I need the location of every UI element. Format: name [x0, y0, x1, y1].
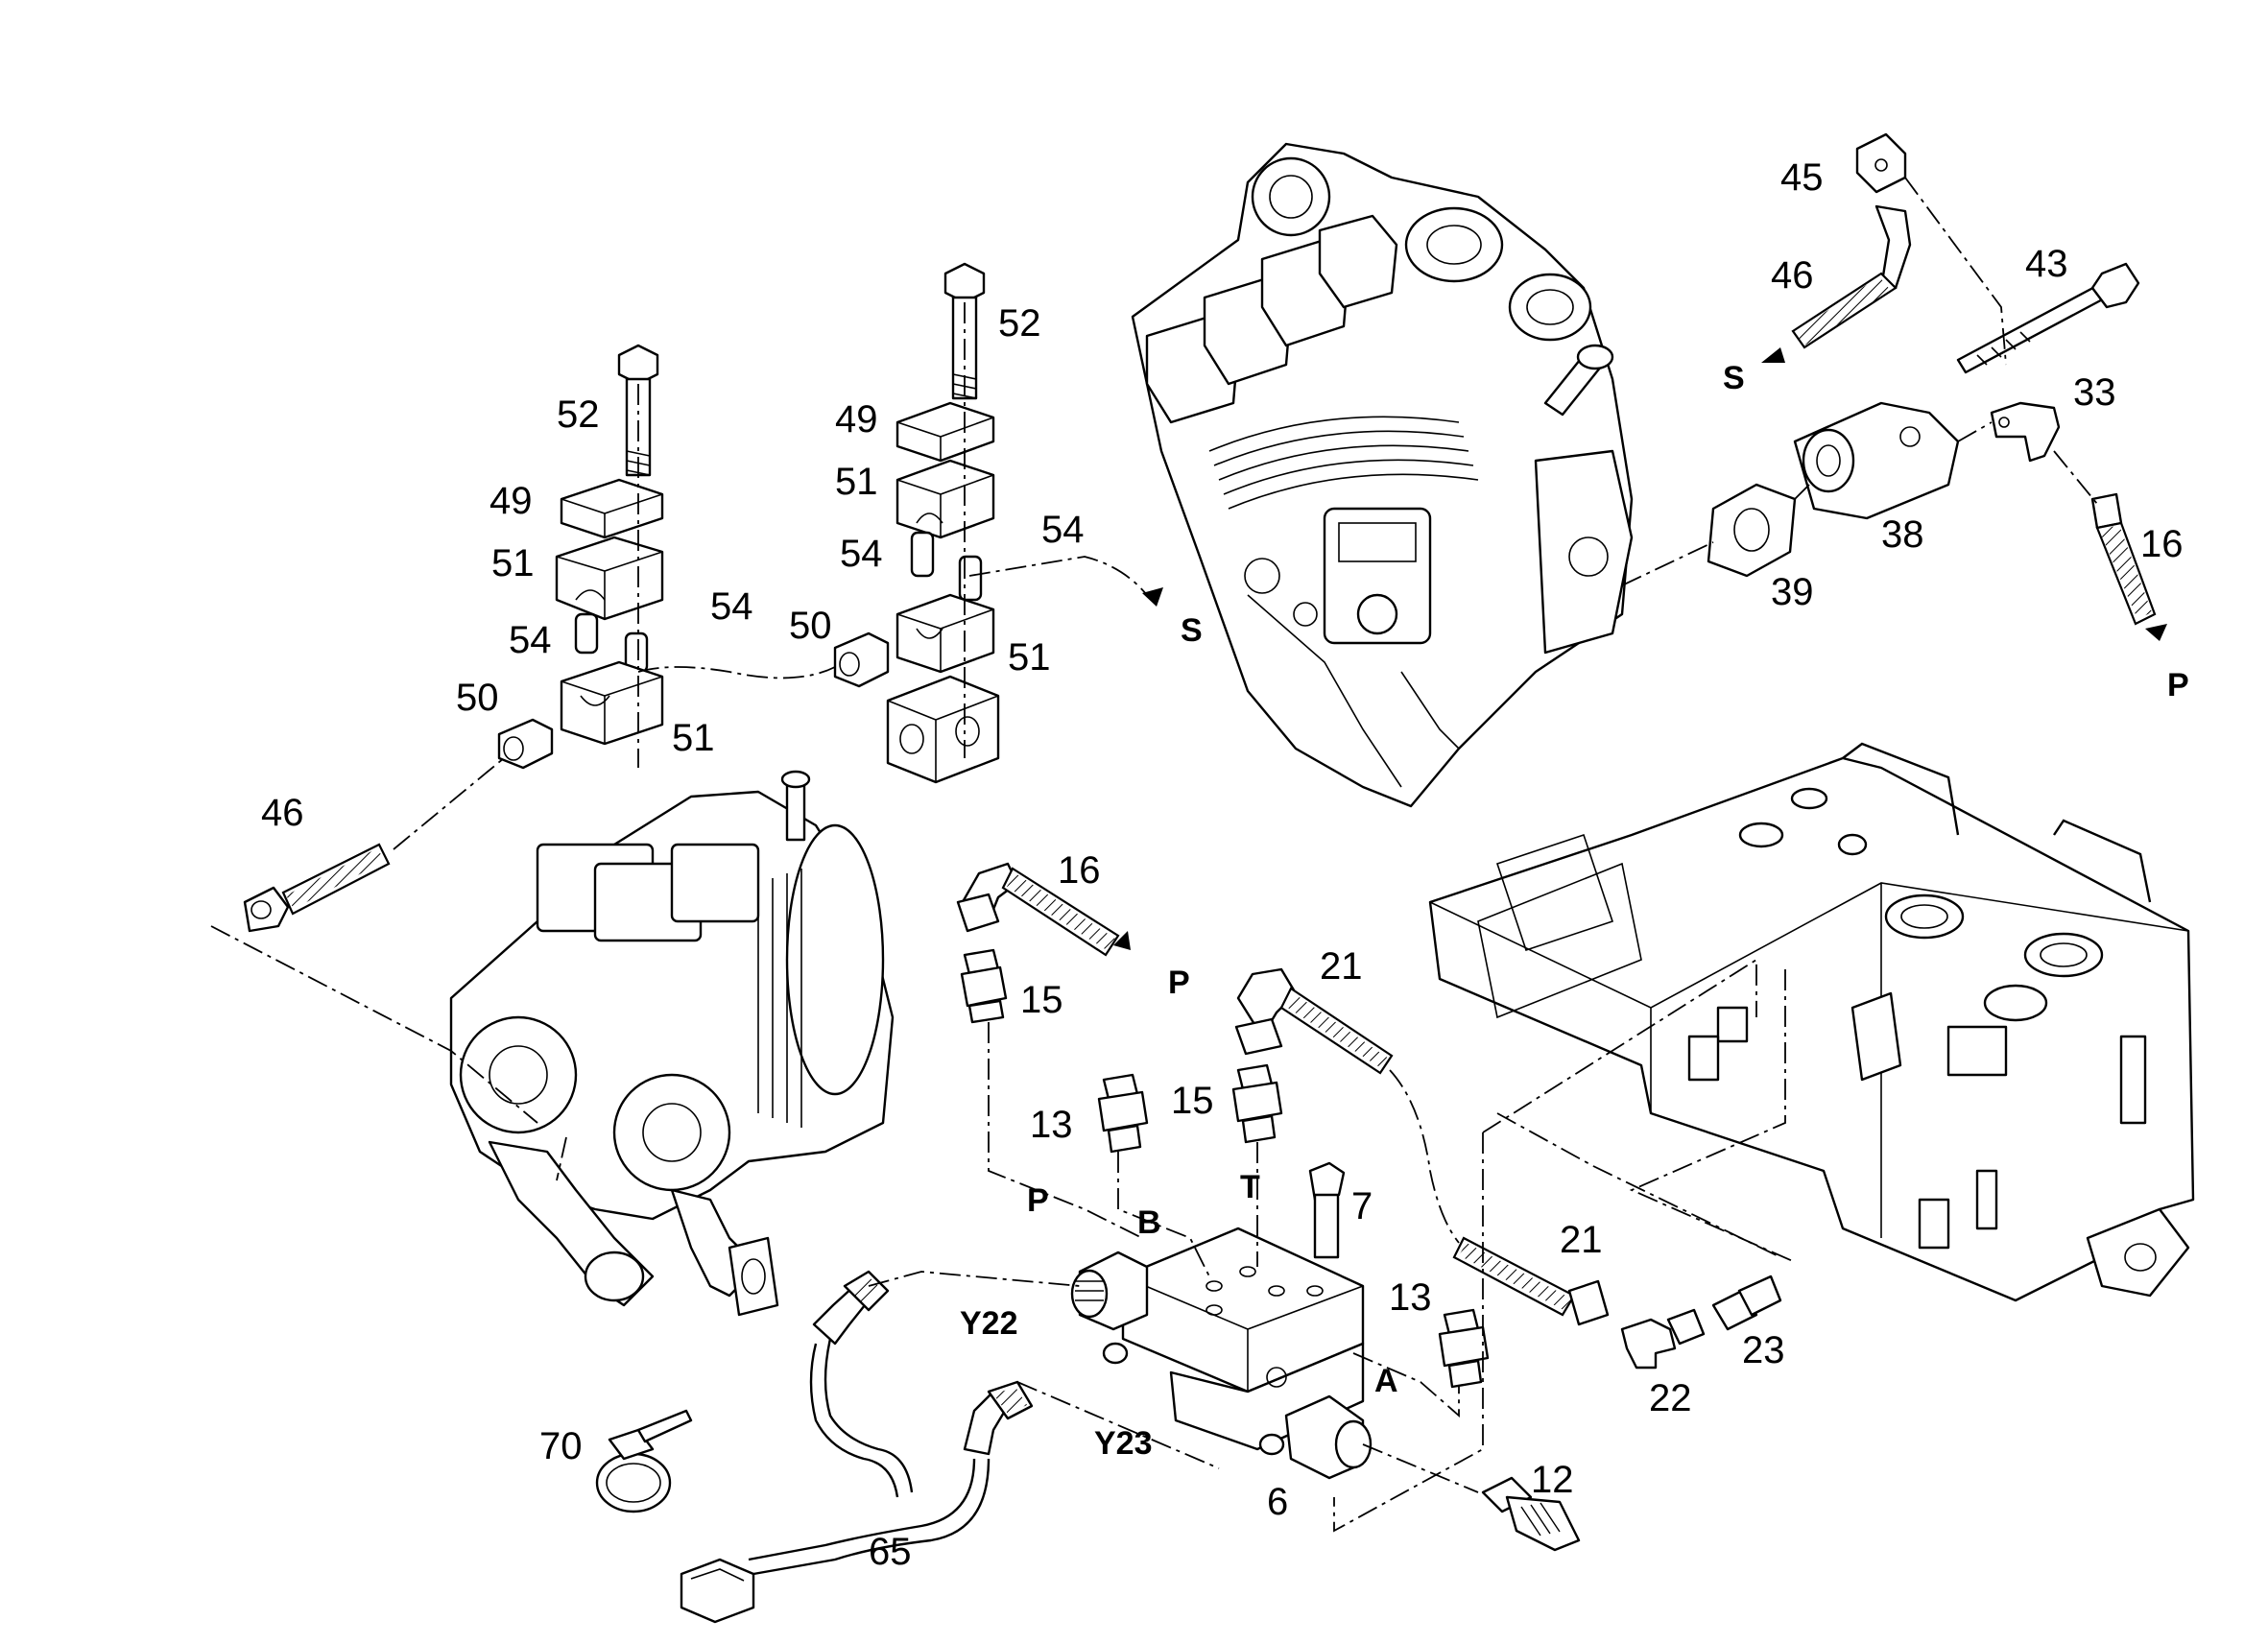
label-51-left-lower: 51: [672, 717, 715, 759]
label-22: 22: [1649, 1377, 1692, 1419]
label-39: 39: [1771, 571, 1814, 613]
clamp-group-left: [243, 344, 664, 933]
label-45: 45: [1780, 156, 1824, 199]
label-16-right: 16: [2140, 523, 2184, 565]
label-23: 23: [1742, 1329, 1785, 1371]
label-46-right: 46: [1771, 254, 1814, 297]
port-s-right: S: [1723, 360, 1745, 396]
label-43: 43: [2025, 243, 2068, 285]
label-13-right: 13: [1389, 1276, 1432, 1319]
label-70: 70: [539, 1425, 583, 1467]
port-y23: Y23: [1094, 1425, 1153, 1462]
label-12: 12: [1531, 1459, 1574, 1501]
label-54-center: 54: [840, 533, 883, 575]
label-16-center: 16: [1058, 849, 1101, 892]
label-21-upper: 21: [1320, 945, 1363, 988]
label-52-center: 52: [998, 302, 1041, 345]
center-lines: [210, 177, 2098, 1533]
valve-block: [1070, 1227, 1373, 1480]
label-54-center-2: 54: [1041, 509, 1085, 551]
label-49-center: 49: [835, 398, 878, 441]
label-13-left: 13: [1030, 1104, 1073, 1146]
port-p-center: P: [1168, 965, 1190, 1001]
label-33: 33: [2073, 371, 2116, 414]
label-54-left-2: 54: [710, 585, 753, 628]
label-50-left: 50: [456, 677, 499, 719]
label-51-left-upper: 51: [491, 542, 535, 584]
label-51-center-upper: 51: [835, 461, 878, 503]
label-54-left: 54: [509, 619, 552, 661]
label-21-lower: 21: [1560, 1219, 1603, 1261]
port-y22: Y22: [960, 1305, 1018, 1342]
label-50-center: 50: [789, 605, 832, 647]
label-15-right: 15: [1171, 1080, 1214, 1122]
part-labels: 52 52 49 49 51 51 51 51 54 54 54 54 50 5…: [261, 156, 2184, 1573]
port-p-right: P: [2167, 667, 2189, 703]
port-b: B: [1137, 1204, 1161, 1241]
hydraulic-tank-frame: [1428, 742, 2195, 1302]
label-46-left: 46: [261, 792, 304, 834]
label-51-center-lower: 51: [1008, 636, 1051, 679]
port-s-center: S: [1181, 612, 1203, 649]
label-38: 38: [1881, 513, 1924, 556]
clamp-group-center: [833, 262, 1163, 784]
port-t: T: [1240, 1169, 1260, 1205]
label-49-left: 49: [489, 480, 533, 522]
port-p-block: P: [1027, 1182, 1049, 1219]
engine-assembly: [1131, 142, 1634, 808]
label-52-left: 52: [557, 393, 600, 436]
label-6: 6: [1267, 1481, 1288, 1523]
label-7: 7: [1351, 1185, 1373, 1227]
port-a: A: [1374, 1363, 1398, 1399]
label-65: 65: [869, 1531, 912, 1573]
port-labels: S S P P P B T A Y22 Y23: [960, 360, 2189, 1462]
transmission-assembly: [449, 770, 895, 1317]
gear-pump-group: [1707, 132, 2167, 641]
fittings-hoses: [595, 862, 1782, 1624]
label-15-left: 15: [1020, 979, 1063, 1021]
